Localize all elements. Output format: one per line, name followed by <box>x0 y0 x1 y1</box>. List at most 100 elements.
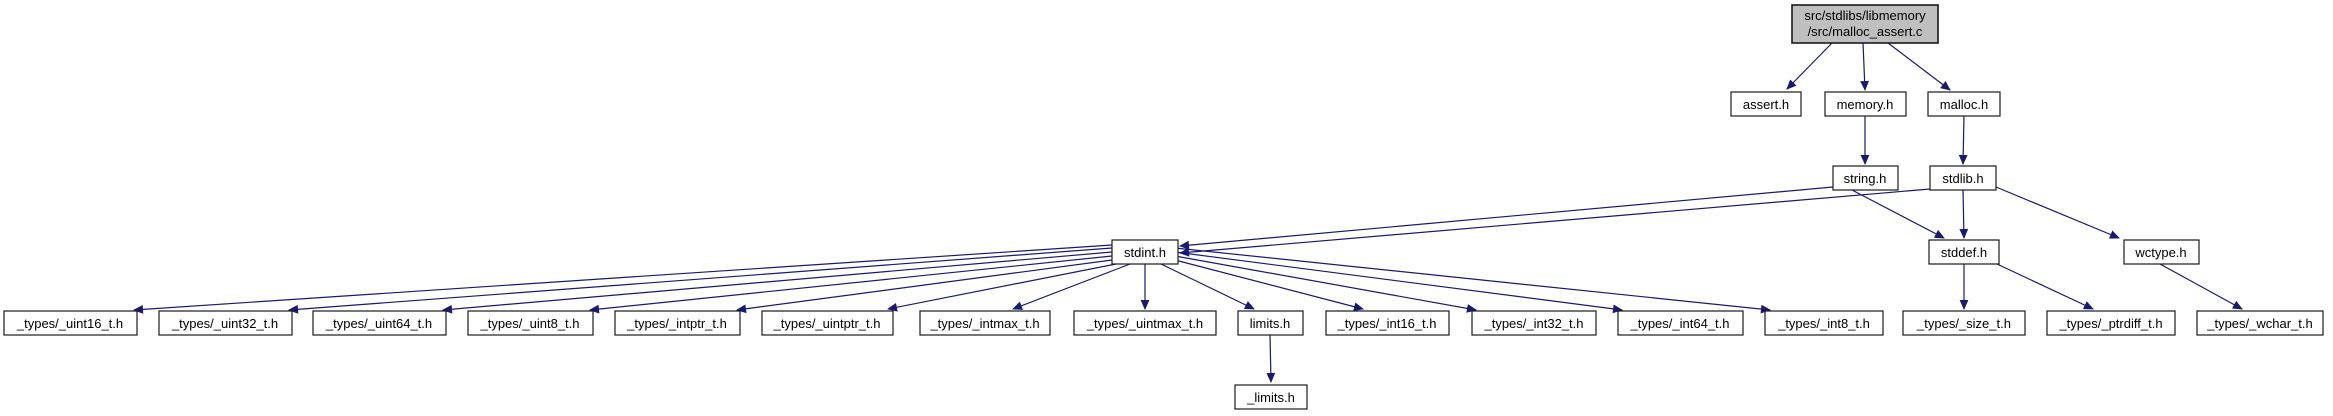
node-types-uintmax-t-h[interactable]: _types/_uintmax_t.h <box>1073 310 1217 336</box>
node-box <box>1928 239 2000 265</box>
node-box <box>1234 384 1308 410</box>
node-box <box>3 310 138 336</box>
edge-stdlib_h-stddef_h <box>1959 189 1969 239</box>
node-label: _types/_uint32_t.h <box>171 316 278 331</box>
node-types-uint8-t-h[interactable]: _types/_uint8_t.h <box>467 310 594 336</box>
edges <box>133 42 2243 383</box>
node-types-int64-t-h[interactable]: _types/_int64_t.h <box>1617 310 1744 336</box>
node-label: _types/_uint64_t.h <box>325 316 432 331</box>
node-types-uintptr-t-h[interactable]: _types/_uintptr_t.h <box>761 310 894 336</box>
node-label: _types/_int64_t.h <box>1629 316 1729 331</box>
edge-stddef_h-ptrdiff_t <box>1996 263 2094 310</box>
node-stdint-h[interactable]: stdint.h <box>1111 239 1179 265</box>
node-box <box>1832 165 1899 191</box>
node-label: wctype.h <box>2134 245 2186 260</box>
edge-stdint_h-uint64 <box>442 251 1113 314</box>
node-box <box>919 310 1051 336</box>
node-box <box>2046 310 2176 336</box>
node-types-int16-t-h[interactable]: _types/_int16_t.h <box>1325 310 1450 336</box>
edge-stdint_h-int64 <box>1174 251 1623 314</box>
node-label: _types/_uint16_t.h <box>16 316 123 331</box>
node-types-wchar-t-h[interactable]: _types/_wchar_t.h <box>2196 310 2324 336</box>
node-box <box>1929 165 1997 191</box>
node-box <box>1237 310 1304 336</box>
node-box <box>1730 91 1802 117</box>
node-types-intptr-t-h[interactable]: _types/_intptr_t.h <box>614 310 741 336</box>
node-box <box>467 310 594 336</box>
node-box <box>1617 310 1744 336</box>
node-box <box>1111 239 1179 265</box>
node-label: stdint.h <box>1124 245 1166 260</box>
node-box <box>2196 310 2324 336</box>
node-label: _types/_int32_t.h <box>1483 316 1583 331</box>
node-wctype-h[interactable]: wctype.h <box>2123 239 2200 265</box>
node-box <box>1073 310 1217 336</box>
node-label: stddef.h <box>1941 245 1987 260</box>
edge-stdlib_h-wctype_h <box>1995 186 2120 239</box>
edge-stdint_h-limits_h <box>1160 263 1255 310</box>
node-assert-h[interactable]: assert.h <box>1730 91 1802 117</box>
node-types-int8-t-h[interactable]: _types/_int8_t.h <box>1764 310 1884 336</box>
node-box <box>158 310 293 336</box>
node-box <box>761 310 894 336</box>
node-label: _types/_int8_t.h <box>1777 316 1870 331</box>
node-limits-h[interactable]: limits.h <box>1237 310 1304 336</box>
node-label: src/stdlibs/libmemory <box>1804 8 1926 23</box>
node-label: /src/malloc_assert.c <box>1808 24 1923 39</box>
node-types-uint64-t-h[interactable]: _types/_uint64_t.h <box>312 310 447 336</box>
edge-stdint_h-uintptr <box>887 263 1117 312</box>
edge-string_h-stddef_h <box>1851 189 1945 239</box>
node-label: stdlib.h <box>1942 171 1983 186</box>
edge-wctype_h-wchar_t <box>2159 263 2243 310</box>
node-label: _types/_intmax_t.h <box>929 316 1039 331</box>
node-label: _types/_uintptr_t.h <box>773 316 881 331</box>
node-label: _types/_uint8_t.h <box>479 316 579 331</box>
node-box <box>614 310 741 336</box>
node-malloc-h[interactable]: malloc.h <box>1927 91 2001 117</box>
node-label: memory.h <box>1837 97 1894 112</box>
node-stdlib-h[interactable]: stdlib.h <box>1929 165 1997 191</box>
node-types-ptrdiff-t-h[interactable]: _types/_ptrdiff_t.h <box>2046 310 2176 336</box>
node-box <box>1471 310 1597 336</box>
node-label: limits.h <box>1250 316 1290 331</box>
node-label: string.h <box>1844 171 1887 186</box>
edge-stdint_h-uint16 <box>133 244 1113 314</box>
node-types-uint16-t-h[interactable]: _types/_uint16_t.h <box>3 310 138 336</box>
edge-limits_h-limits_internal <box>1266 334 1276 383</box>
node-types-intmax-t-h[interactable]: _types/_intmax_t.h <box>919 310 1051 336</box>
node-types-uint32-t-h[interactable]: _types/_uint32_t.h <box>158 310 293 336</box>
node-box <box>2123 239 2200 265</box>
edge-string_h-stdint_h <box>1179 186 1834 250</box>
edge-stdint_h-intptr <box>736 259 1113 314</box>
node-label: _limits.h <box>1246 390 1295 405</box>
node-memory-h[interactable]: memory.h <box>1824 91 1907 117</box>
edge-stdint_h-intmax <box>1012 263 1131 310</box>
node-label: _types/_wchar_t.h <box>2206 316 2313 331</box>
edge-root-memory_h <box>1860 42 1870 91</box>
node-internal-limits-h[interactable]: _limits.h <box>1234 384 1308 410</box>
node-box <box>1824 91 1907 117</box>
node-stddef-h[interactable]: stddef.h <box>1928 239 2000 265</box>
node-root[interactable]: src/stdlibs/libmemory /src/malloc_assert… <box>1791 4 1939 44</box>
edge-stdint_h-int16 <box>1174 259 1364 311</box>
node-label: _types/_uintmax_t.h <box>1086 316 1203 331</box>
node-box <box>1325 310 1450 336</box>
node-label: _types/_int16_t.h <box>1336 316 1436 331</box>
node-types-size-t-h[interactable]: _types/_size_t.h <box>1902 310 2026 336</box>
node-types-int32-t-h[interactable]: _types/_int32_t.h <box>1471 310 1597 336</box>
node-label: _types/_ptrdiff_t.h <box>2058 316 2162 331</box>
edge-stdint_h-uint8 <box>589 255 1113 314</box>
node-box <box>312 310 447 336</box>
edge-root-malloc_h <box>1887 42 1951 91</box>
node-label: malloc.h <box>1940 97 1988 112</box>
node-box <box>1791 4 1939 44</box>
edge-stdlib_h-stdint_h <box>1179 188 1931 257</box>
node-string-h[interactable]: string.h <box>1832 165 1899 191</box>
edge-malloc_h-stdlib_h <box>1958 115 1968 165</box>
node-label: assert.h <box>1743 97 1789 112</box>
node-box <box>1902 310 2026 336</box>
node-label: _types/_intptr_t.h <box>626 316 727 331</box>
node-label: _types/_size_t.h <box>1916 316 2011 331</box>
